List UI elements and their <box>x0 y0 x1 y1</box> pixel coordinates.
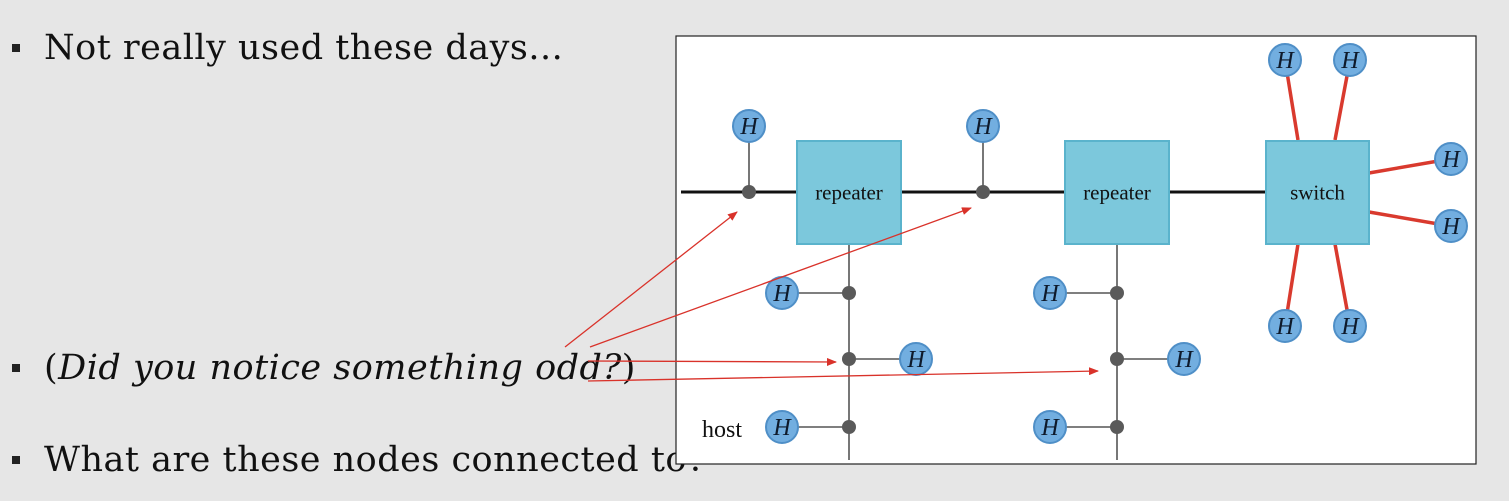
host-node-symbol: H <box>1275 314 1295 340</box>
host-node: H <box>1434 209 1468 243</box>
annotation-arrow <box>564 211 738 348</box>
host-node-symbol: H <box>739 114 759 140</box>
host-node: H <box>1167 342 1201 376</box>
bullet-text: (Did you notice something odd?) <box>44 348 636 388</box>
diagram-boxes: repeater repeater switch <box>796 140 1370 245</box>
host-node-symbol: H <box>1040 281 1060 307</box>
host-node-circle <box>1333 43 1367 77</box>
bullet-mark <box>12 456 20 464</box>
bullet-not-used: Not really used these days... <box>12 28 563 68</box>
host-node-circle <box>966 109 1000 143</box>
host-node-circle <box>765 410 799 444</box>
junction-dot <box>842 286 856 300</box>
host-node-symbol: H <box>906 347 926 373</box>
host-node-circle <box>1268 309 1302 343</box>
host-node-symbol: H <box>1340 48 1360 74</box>
host-node-symbol: H <box>1174 347 1194 373</box>
diagram-frame <box>675 35 1477 465</box>
host-node-circle <box>732 109 766 143</box>
host-node: H <box>1033 276 1067 310</box>
junction-dot <box>1110 286 1124 300</box>
bullet-mark <box>12 364 20 372</box>
junction-dot <box>976 185 990 199</box>
repeater-box-label: repeater <box>815 181 883 205</box>
host-node-circle <box>1268 43 1302 77</box>
host-node: H <box>1268 43 1302 77</box>
bullet-notice-odd: (Did you notice something odd?) <box>12 348 636 388</box>
bullet-text: What are these nodes connected to? <box>44 440 707 480</box>
junction-dot <box>842 352 856 366</box>
host-node: H <box>1434 142 1468 176</box>
repeater-box <box>1064 140 1170 245</box>
junction-dot <box>742 185 756 199</box>
host-node-symbol: H <box>1040 415 1060 441</box>
host-node-circle <box>1434 142 1468 176</box>
host-node: H <box>765 410 799 444</box>
paren-open: ( <box>44 348 59 388</box>
annotation-arrow <box>587 367 1099 382</box>
switch-box-label: switch <box>1290 181 1345 205</box>
annotation-arrow <box>589 207 972 348</box>
host-node-circle <box>1333 309 1367 343</box>
bullet-italic-text: Did you notice something odd? <box>58 348 622 388</box>
host-node-symbol: H <box>772 415 792 441</box>
host-node-symbol: H <box>1441 147 1461 173</box>
junction-dot <box>1110 352 1124 366</box>
host-label: host <box>702 417 742 443</box>
host-node-circle <box>1167 342 1201 376</box>
host-node: H <box>1333 43 1367 77</box>
junction-dot <box>1110 420 1124 434</box>
host-node: H <box>899 342 933 376</box>
repeater-box <box>796 140 902 245</box>
host-node: H <box>1268 309 1302 343</box>
bullet-mark <box>12 44 20 52</box>
repeater-box-label: repeater <box>1083 181 1151 205</box>
switch-box <box>1265 140 1370 245</box>
diagram-nodes: H H H H H H H H H H H H H H <box>732 43 1468 444</box>
host-node: H <box>1333 309 1367 343</box>
paren-close: ) <box>621 348 636 388</box>
host-node-symbol: H <box>1441 214 1461 240</box>
host-node: H <box>765 276 799 310</box>
host-node: H <box>1033 410 1067 444</box>
junction-dot <box>842 420 856 434</box>
host-node: H <box>966 109 1000 143</box>
bullet-text: Not really used these days... <box>44 28 564 68</box>
annotation-arrow <box>587 357 837 366</box>
bullet-nodes-connected: What are these nodes connected to? <box>12 440 706 480</box>
host-node-symbol: H <box>973 114 993 140</box>
host-node-symbol: H <box>1340 314 1360 340</box>
host-node-symbol: H <box>1275 48 1295 74</box>
host-node-circle <box>1033 276 1067 310</box>
host-node-circle <box>1033 410 1067 444</box>
host-node-symbol: H <box>772 281 792 307</box>
diagram-arrows <box>564 207 1099 382</box>
host-node-circle <box>1434 209 1468 243</box>
host-node: H <box>732 109 766 143</box>
